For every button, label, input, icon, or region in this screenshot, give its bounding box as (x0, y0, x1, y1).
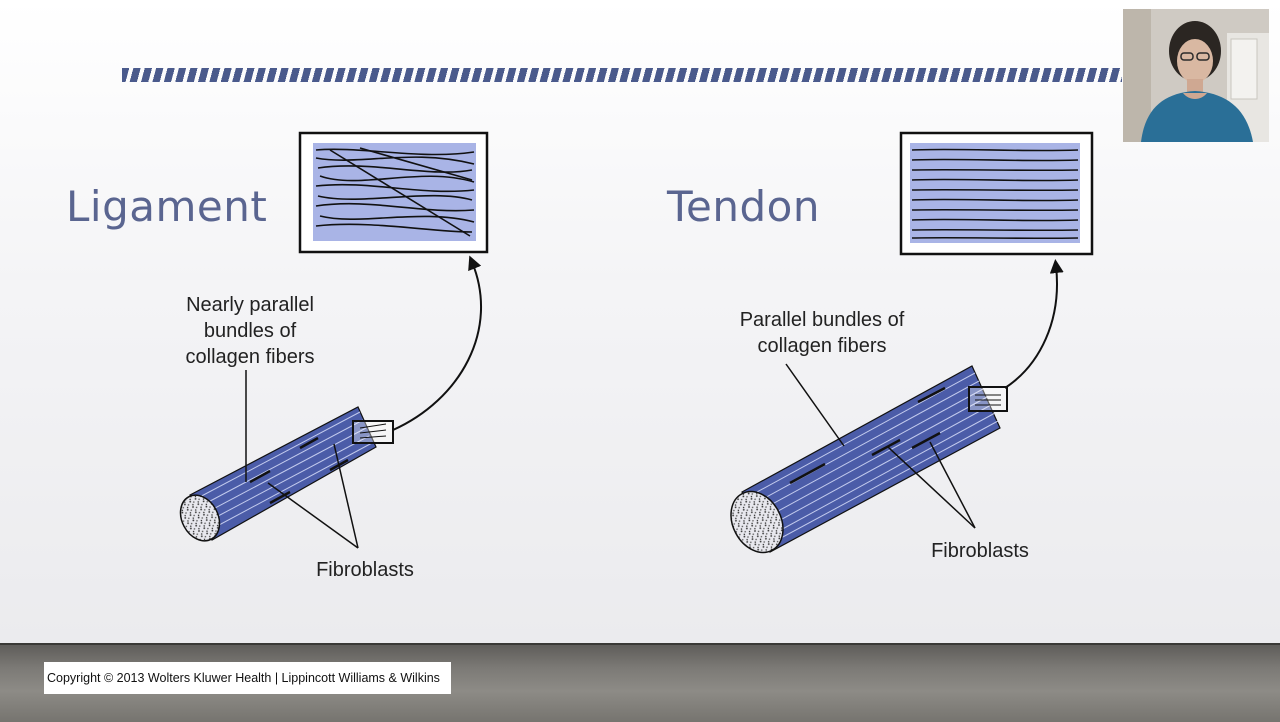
label-line: Nearly parallel (186, 294, 314, 316)
decorative-dash-bar (122, 68, 1122, 82)
tendon-collagen-label: Parallel bundles of collagen fibers (712, 307, 932, 359)
label-line: Parallel bundles of (739, 309, 905, 331)
presenter-webcam (1123, 9, 1269, 142)
ligament-collagen-label: Nearly parallel bundles of collagen fibe… (160, 292, 340, 370)
ligament-fiber-bundle (179, 255, 482, 549)
tendon-fiber-bundle (730, 259, 1064, 554)
tendon-magnified-inset (899, 131, 1094, 256)
presenter-video-icon (1123, 9, 1269, 142)
tendon-fibroblasts-label: Fibroblasts (931, 540, 1029, 562)
label-line: bundles of (203, 320, 297, 342)
label-line: collagen fibers (757, 335, 887, 357)
label-line: collagen fibers (185, 346, 315, 368)
tendon-title: Tendon (667, 182, 820, 231)
copyright-notice: Copyright © 2013 Wolters Kluwer Health |… (44, 662, 451, 694)
ligament-title: Ligament (66, 182, 268, 231)
ligament-magnified-inset (298, 131, 489, 254)
ligament-tendon-diagram (179, 131, 1094, 554)
footer-bar (0, 643, 1280, 722)
slide-canvas: Ligament Tendon Nearly parallel bundles … (66, 68, 1122, 581)
ligament-fibroblasts-label: Fibroblasts (316, 559, 414, 581)
